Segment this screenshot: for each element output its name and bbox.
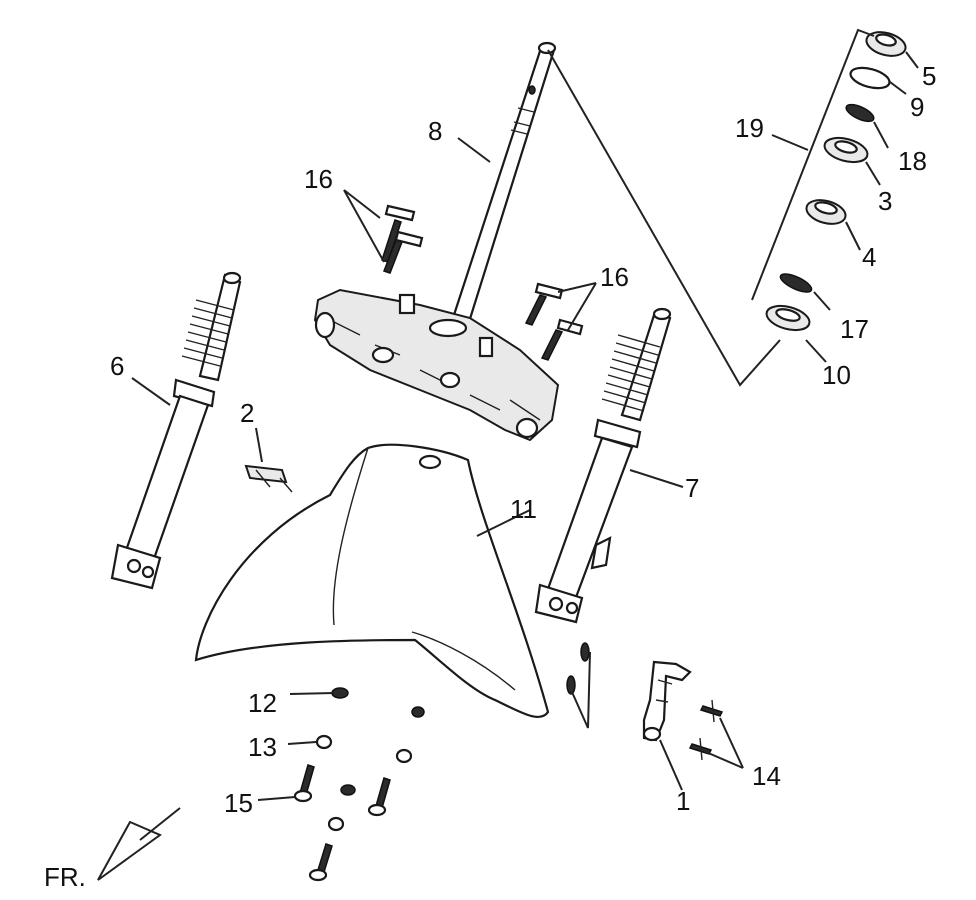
label-1: 1 [676,786,690,816]
leader-lines [131,28,919,801]
label-16-left: 16 [304,164,333,194]
front-fender-part-11 [194,443,550,718]
washer-part-13 [315,734,333,750]
label-7: 7 [685,473,699,503]
label-8: 8 [428,116,442,146]
label-18: 18 [898,146,927,176]
balls-part-18 [845,103,875,123]
label-11: 11 [510,494,537,524]
balls-part-17 [779,273,813,293]
washer-part-9 [849,66,891,90]
front-direction-arrow [97,807,181,881]
label-12: 12 [248,688,277,718]
label-16-right: 16 [600,262,629,292]
label-3: 3 [878,186,892,216]
fender-hardware [293,642,590,882]
bolts-part-16-left [381,204,424,274]
label-6: 6 [110,351,124,381]
label-13: 13 [248,732,277,762]
label-9: 9 [910,92,924,122]
label-front: FR. [44,862,86,892]
label-15: 15 [224,788,253,818]
screws-part-14 [688,699,724,761]
part-number-labels: 1 2 3 4 5 6 7 8 9 10 11 12 13 14 15 16 1… [44,61,936,892]
label-10: 10 [822,360,851,390]
label-4: 4 [862,242,876,272]
bracket-part-1 [642,660,692,742]
label-2: 2 [240,398,254,428]
steering-head-bearing-stack [765,31,907,332]
left-fork-leg-part-6 [110,271,242,590]
clip-part-2 [244,464,293,493]
label-19: 19 [735,113,764,143]
label-5: 5 [922,61,936,91]
right-fork-leg-part-7 [534,307,672,624]
nut-part-12 [331,687,349,699]
label-17: 17 [840,314,869,344]
steering-stem-part-8 [313,41,560,442]
label-14: 14 [752,761,781,791]
